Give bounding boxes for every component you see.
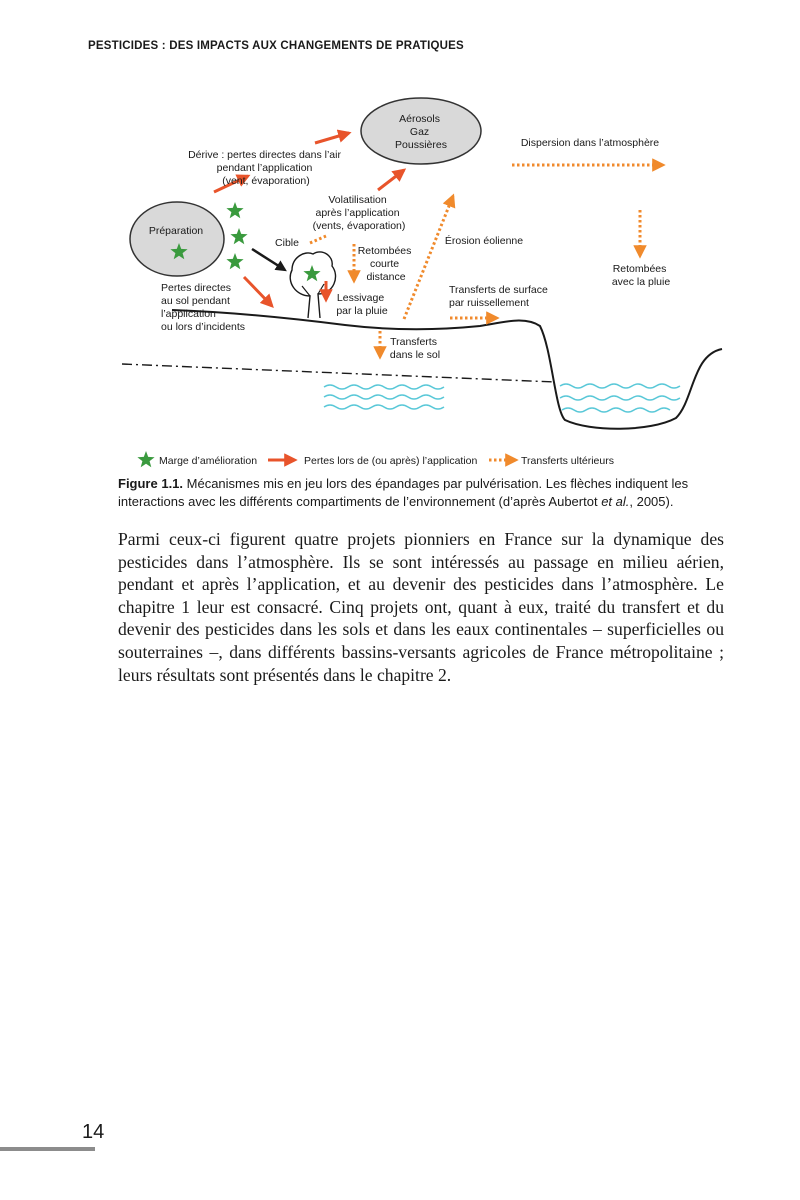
star-icon (226, 202, 243, 218)
water-table-line (122, 364, 555, 382)
preparation-ellipse (130, 202, 224, 276)
preparation-label: Préparation (149, 225, 203, 237)
star-icon (230, 228, 247, 244)
erosion-label: Érosion éolienne (445, 234, 523, 247)
figure-caption: Figure 1.1. Mécanismes mis en jeu lors d… (118, 475, 730, 511)
drift-arrow-upper (315, 133, 349, 143)
figure-legend: Marge d’amélioration Pertes lors de (ou … (137, 451, 614, 467)
river-waves (560, 384, 680, 412)
figure-label: Figure 1.1. (118, 476, 183, 491)
target-arrow (252, 249, 285, 270)
legend-dotted-label: Transferts ultérieurs (521, 455, 614, 467)
rain-fallout-label: Retombées avec la pluie (612, 263, 671, 288)
volatilisation-dotted-arrow (310, 236, 326, 243)
ground-loss-label: Pertes directes au sol pendant l’applica… (161, 282, 245, 333)
soil-transfer-label: Transferts dans le sol (390, 336, 440, 361)
wind-erosion-arrow (404, 196, 453, 319)
page-number-rule (0, 1147, 95, 1151)
body-paragraph: Parmi ceux-ci figurent quatre projets pi… (118, 528, 724, 686)
legend-star-icon (137, 451, 154, 467)
caption-italic: et al. (601, 494, 629, 509)
ground-line (172, 310, 722, 429)
dispersion-label: Dispersion dans l’atmosphère (521, 137, 659, 149)
groundwater-waves (324, 385, 444, 409)
tree-icon (290, 252, 335, 318)
runoff-label: Transferts de surface par ruissellement (449, 284, 551, 309)
volatilisation-arrow (378, 170, 404, 190)
volatilisation-label: Volatilisation après l’application (vent… (313, 194, 406, 232)
pesticide-mechanisms-diagram: Aérosols Gaz Poussières Préparation Déri… (0, 0, 800, 480)
ground-loss-arrow (244, 277, 272, 306)
figure-1-1: Aérosols Gaz Poussières Préparation Déri… (0, 0, 800, 480)
legend-star-label: Marge d’amélioration (159, 455, 257, 467)
short-fallout-label: Retombées courte distance (358, 245, 415, 283)
star-icon (226, 253, 243, 269)
legend-solid-label: Pertes lors de (ou après) l’application (304, 455, 477, 467)
page-number: 14 (82, 1121, 104, 1144)
cible-label: Cible (275, 237, 299, 249)
derive-label: Dérive : pertes directes dans l’air pend… (188, 149, 344, 187)
lessivage-label: Lessivage par la pluie (336, 292, 388, 317)
caption-text-end: , 2005). (629, 494, 673, 509)
